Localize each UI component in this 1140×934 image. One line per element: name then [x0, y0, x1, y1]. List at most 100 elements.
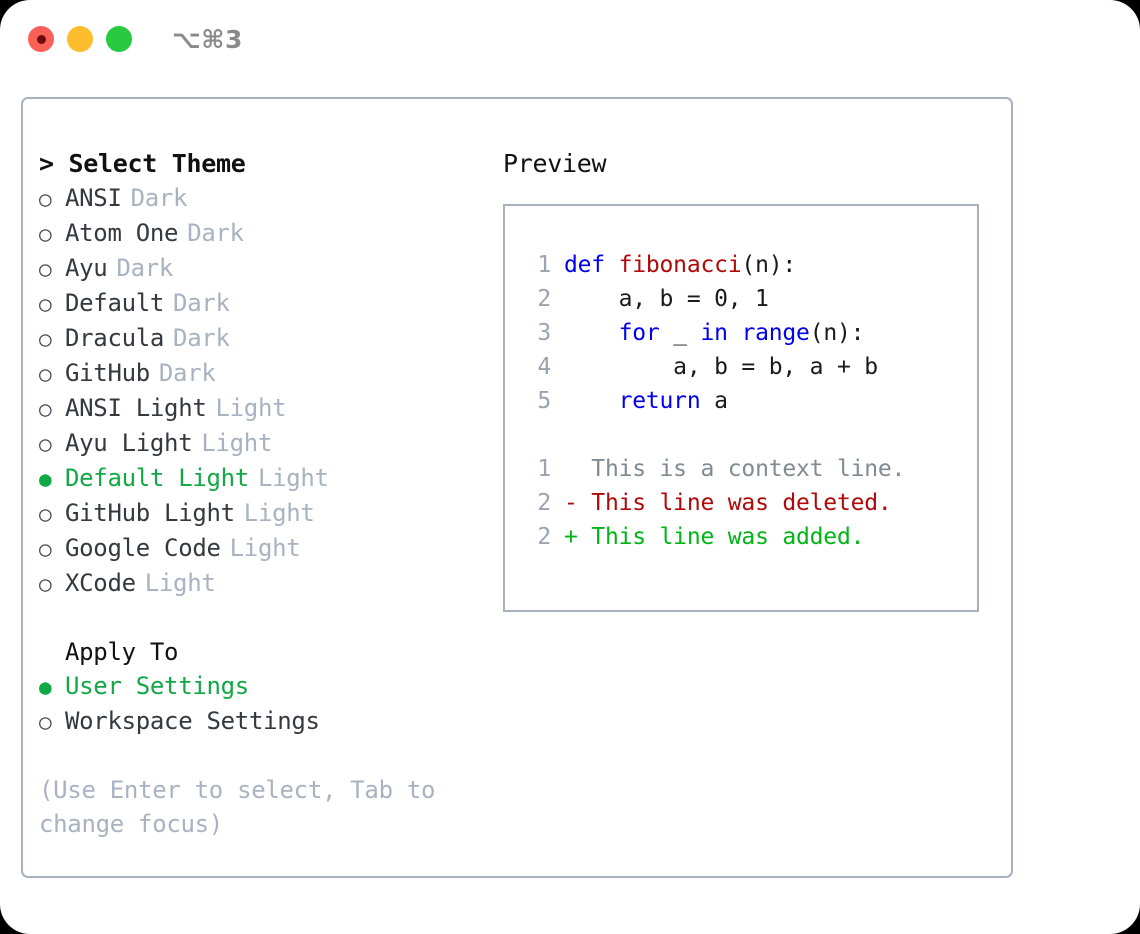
code-line: 4 a, b = b, a + b: [521, 350, 977, 384]
keyboard-shortcut-label: ⌥⌘3: [172, 24, 243, 54]
list-spacer: [39, 601, 489, 635]
code-token: range: [741, 320, 810, 346]
radio-selected-icon: ●: [39, 467, 52, 491]
radio-unselected-icon: ○: [39, 222, 52, 246]
code-token: [728, 320, 742, 346]
theme-name-label: GitHub: [65, 359, 150, 387]
theme-variant-tag: Light: [215, 394, 287, 422]
diff-text: This is a context line.: [577, 456, 906, 482]
theme-name-label: ANSI Light: [65, 394, 207, 422]
theme-name-label: XCode: [65, 569, 136, 597]
theme-variant-tag: Dark: [116, 254, 174, 282]
radio-unselected-icon: ○: [39, 257, 52, 281]
radio-selected-icon: ●: [39, 675, 52, 699]
radio-unselected-icon: ○: [39, 397, 52, 421]
code-line: 5 return a: [521, 384, 977, 418]
theme-list-item[interactable]: ● Default Light Light: [39, 461, 489, 496]
apply-to-label: Workspace Settings: [65, 707, 320, 735]
code-token: (n):: [741, 252, 797, 278]
close-button[interactable]: [28, 26, 54, 52]
theme-name-label: ANSI: [65, 184, 122, 212]
theme-variant-tag: Light: [257, 464, 329, 492]
theme-list-item[interactable]: ○ Google Code Light: [39, 531, 489, 566]
theme-variant-tag: Light: [201, 429, 273, 457]
diff-line: 2- This line was deleted.: [521, 486, 977, 520]
theme-list-item[interactable]: ○ GitHub Light Light: [39, 496, 489, 531]
code-token: def: [564, 252, 619, 278]
title-bar: ⌥⌘3: [0, 0, 1140, 78]
diff-preview: 1 This is a context line.2- This line wa…: [521, 452, 977, 554]
radio-unselected-icon: ○: [39, 537, 52, 561]
code-token: [564, 388, 619, 414]
radio-unselected-icon: ○: [39, 710, 52, 734]
theme-variant-tag: Dark: [187, 219, 244, 247]
theme-name-label: Default: [65, 289, 165, 317]
radio-unselected-icon: ○: [39, 572, 52, 596]
code-token: a, b = b, a + b: [564, 354, 878, 380]
theme-name-label: Ayu Light: [65, 429, 193, 457]
minimize-button[interactable]: [67, 26, 93, 52]
maximize-button[interactable]: [106, 26, 132, 52]
line-number: 5: [537, 388, 551, 414]
diff-line: 1 This is a context line.: [521, 452, 977, 486]
apply-to-item[interactable]: ● User Settings: [39, 669, 489, 704]
theme-list-item[interactable]: ○ XCode Light: [39, 566, 489, 601]
theme-variant-tag: Light: [229, 534, 301, 562]
line-number: 2: [537, 524, 551, 550]
line-number: 1: [537, 252, 551, 278]
radio-unselected-icon: ○: [39, 502, 52, 526]
diff-marker: [564, 452, 578, 486]
code-line: 2 a, b = 0, 1: [521, 282, 977, 316]
code-token: a, b = 0, 1: [564, 286, 769, 312]
theme-list-item[interactable]: ○ ANSI Light Light: [39, 391, 489, 426]
theme-name-label: Google Code: [65, 534, 221, 562]
apply-to-label: User Settings: [65, 672, 249, 700]
code-token: in: [700, 320, 728, 346]
window-controls: [28, 26, 132, 52]
theme-variant-tag: Light: [243, 499, 315, 527]
code-text: a, b = 0, 1: [564, 282, 769, 316]
apply-to-item[interactable]: ○ Workspace Settings: [39, 704, 489, 739]
radio-unselected-icon: ○: [39, 432, 52, 456]
code-token: (n):: [809, 320, 865, 346]
theme-list-item[interactable]: ○ Ayu Light Light: [39, 426, 489, 461]
radio-unselected-icon: ○: [39, 187, 52, 211]
keyboard-hint-text: (Use Enter to select, Tab to change focu…: [39, 776, 450, 838]
code-token: for: [618, 320, 660, 346]
line-number: 4: [537, 354, 551, 380]
code-token: a: [700, 388, 728, 414]
theme-variant-tag: Dark: [173, 289, 230, 317]
line-number: 1: [537, 456, 551, 482]
code-text: return a: [564, 384, 728, 418]
theme-variant-tag: Dark: [158, 359, 216, 387]
theme-name-label: Dracula: [65, 324, 165, 352]
code-token: _: [659, 320, 701, 346]
theme-name-label: Default Light: [65, 464, 249, 492]
code-text: def fibonacci(n):: [564, 248, 796, 282]
record-indicator-icon: [36, 34, 46, 44]
code-text: a, b = b, a + b: [564, 350, 878, 384]
code-token: return: [618, 388, 701, 414]
apply-to-list: ● User Settings ○ Workspace Settings: [39, 669, 489, 739]
preview-title: Preview: [503, 149, 607, 178]
diff-marker: -: [564, 490, 578, 516]
theme-name-label: GitHub Light: [65, 499, 235, 527]
line-number: 2: [537, 490, 551, 516]
code-line: 3 for _ in range(n):: [521, 316, 977, 350]
theme-variant-tag: Light: [144, 569, 216, 597]
code-token: fibonacci: [618, 252, 742, 278]
code-token: [564, 320, 619, 346]
